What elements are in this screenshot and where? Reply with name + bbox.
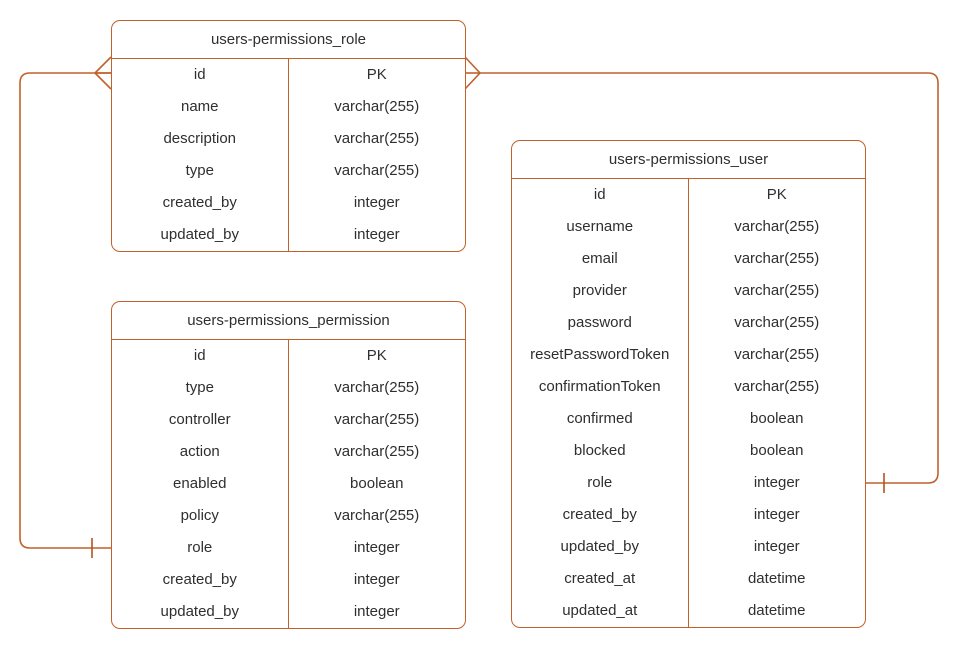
field-name: id [512,179,689,211]
field-row: type varchar(255) [112,155,465,187]
field-row: updated_by integer [512,531,865,563]
field-name: updated_at [512,595,689,627]
field-type: datetime [747,570,806,587]
field-row: resetPasswordToken varchar(255) [512,339,865,371]
field-name: provider [512,275,689,307]
entity-fields: id PK username varchar(255) email varcha… [512,179,865,627]
field-name: role [112,532,289,564]
field-name: updated_by [512,531,689,563]
field-name: resetPasswordToken [512,339,689,371]
field-type: varchar(255) [334,379,420,396]
field-row: confirmationToken varchar(255) [512,371,865,403]
field-row: provider varchar(255) [512,275,865,307]
field-name: type [112,155,289,187]
field-row: created_by integer [512,499,865,531]
field-row: blocked boolean [512,435,865,467]
field-type: integer [353,194,400,211]
field-row: updated_by integer [112,219,465,251]
entity-title: users-permissions_user [512,141,865,179]
field-type: varchar(255) [734,346,820,363]
field-name: id [112,59,289,91]
field-row: role integer [512,467,865,499]
field-type: varchar(255) [734,314,820,331]
field-type: integer [353,603,400,620]
field-name: updated_by [112,219,289,251]
field-type: varchar(255) [734,250,820,267]
relationship-line-role-permission [19,72,111,549]
field-row: username varchar(255) [512,211,865,243]
field-row: action varchar(255) [112,436,465,468]
field-name: confirmationToken [512,371,689,403]
field-row: created_by integer [112,187,465,219]
field-row: name varchar(255) [112,91,465,123]
field-row: role integer [112,532,465,564]
field-row: id PK [512,179,865,211]
field-row: controller varchar(255) [112,404,465,436]
field-type: varchar(255) [334,507,420,524]
field-name: id [112,340,289,372]
field-name: role [512,467,689,499]
field-type: varchar(255) [734,282,820,299]
field-name: policy [112,500,289,532]
crowfoot-role-right [464,56,481,90]
field-name: updated_by [112,596,289,628]
field-name: action [112,436,289,468]
field-row: policy varchar(255) [112,500,465,532]
field-name: blocked [512,435,689,467]
field-type: PK [766,186,787,203]
field-type: boolean [750,442,804,459]
field-type: PK [366,347,387,364]
entity-users-permissions_permission[interactable]: users-permissions_permission id PK type … [111,301,466,629]
field-row: confirmed boolean [512,403,865,435]
entity-fields: id PK type varchar(255) controller varch… [112,340,465,628]
entity-users-permissions_role[interactable]: users-permissions_role id PK name varcha… [111,20,466,252]
field-name: email [512,243,689,275]
field-row: updated_by integer [112,596,465,628]
field-row: created_at datetime [512,563,865,595]
field-type: boolean [350,475,404,492]
field-type: integer [353,571,400,588]
field-name: confirmed [512,403,689,435]
field-name: created_by [112,564,289,596]
field-name: created_at [512,563,689,595]
field-name: username [512,211,689,243]
field-row: password varchar(255) [512,307,865,339]
field-name: controller [112,404,289,436]
field-type: datetime [747,602,806,619]
entity-title: users-permissions_role [112,21,465,59]
field-type: varchar(255) [334,411,420,428]
field-type: integer [753,538,800,555]
field-name: created_by [512,499,689,531]
field-name: name [112,91,289,123]
field-type: varchar(255) [734,378,820,395]
field-type: integer [353,539,400,556]
entity-title: users-permissions_permission [112,302,465,340]
field-type: PK [366,66,387,83]
field-type: integer [753,474,800,491]
entity-users-permissions_user[interactable]: users-permissions_user id PK username va… [511,140,866,628]
field-type: varchar(255) [334,162,420,179]
field-name: type [112,372,289,404]
field-row: email varchar(255) [512,243,865,275]
field-name: enabled [112,468,289,500]
field-row: updated_at datetime [512,595,865,627]
crowfoot-role-left [94,56,112,90]
field-type: varchar(255) [334,130,420,147]
field-type: varchar(255) [334,443,420,460]
field-type: varchar(255) [334,98,420,115]
field-row: created_by integer [112,564,465,596]
field-type: integer [353,226,400,243]
field-row: id PK [112,59,465,91]
field-type: integer [753,506,800,523]
field-name: description [112,123,289,155]
field-row: enabled boolean [112,468,465,500]
field-type: boolean [750,410,804,427]
field-row: description varchar(255) [112,123,465,155]
field-row: id PK [112,340,465,372]
field-type: varchar(255) [734,218,820,235]
entity-fields: id PK name varchar(255) description varc… [112,59,465,251]
field-name: password [512,307,689,339]
field-name: created_by [112,187,289,219]
field-row: type varchar(255) [112,372,465,404]
